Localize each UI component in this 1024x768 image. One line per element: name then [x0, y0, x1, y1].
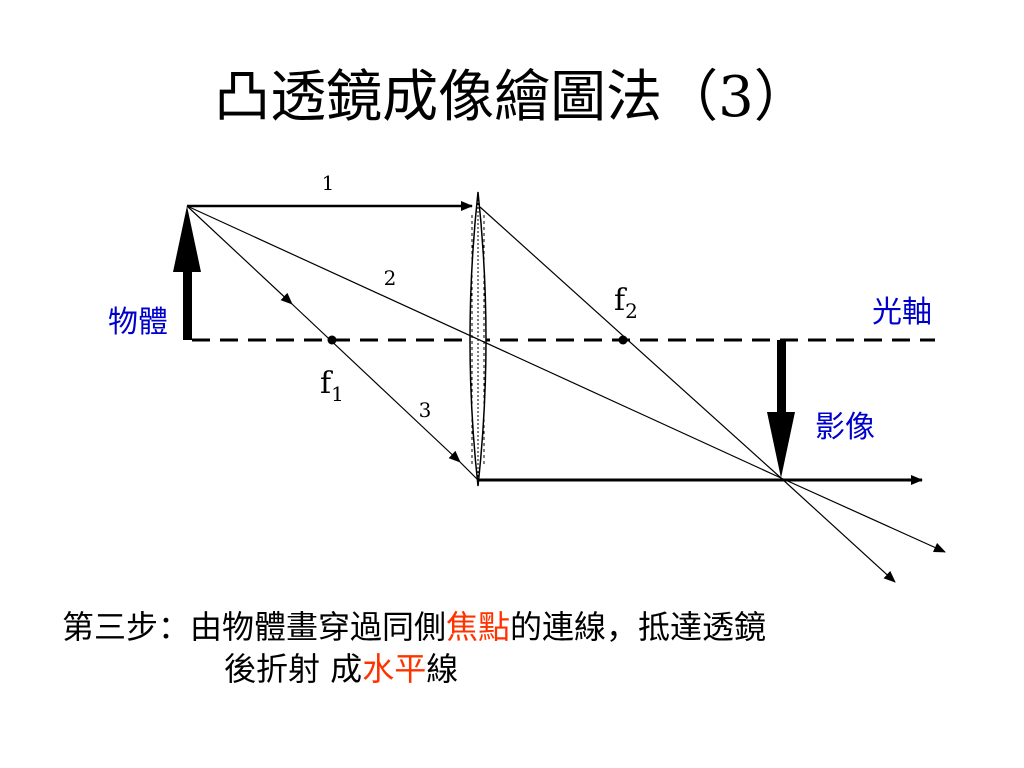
- ray-2: [186, 205, 946, 553]
- focal-label-right-sub: 2: [625, 299, 638, 323]
- ray-label-2: 2: [384, 266, 397, 290]
- focal-label-right: f2: [614, 283, 638, 323]
- ray-label-1: 1: [322, 171, 335, 195]
- caption-middle: 的連線，抵達透鏡: [510, 608, 767, 646]
- focal-label-left: f1: [320, 366, 344, 406]
- ray-label-3: 3: [419, 398, 432, 422]
- step-caption: 第三步：由物體畫穿過同側焦點的連線，抵達透鏡後折射 成水平線: [62, 606, 962, 690]
- focal-point-right: [618, 335, 628, 345]
- image-label: 影像: [815, 410, 875, 445]
- object-label: 物體: [108, 305, 168, 340]
- focal-label-right-base: f: [614, 283, 627, 318]
- axis-label: 光軸: [872, 295, 932, 330]
- caption-highlight-horizontal: 水平: [362, 650, 427, 688]
- focal-label-left-sub: 1: [331, 382, 344, 406]
- object-arrow: [173, 206, 201, 340]
- caption-line-2: 後折射 成水平線: [62, 648, 962, 690]
- caption-highlight-focal-point: 焦點: [446, 608, 511, 646]
- caption-line2-suffix: 線: [426, 650, 459, 688]
- focal-label-left-base: f: [320, 366, 333, 401]
- caption-prefix: 第三步：由物體畫穿過同側: [62, 608, 447, 646]
- ray-3: [186, 205, 923, 485]
- focal-point-left: [327, 335, 337, 345]
- page-title: 凸透鏡成像繪圖法（3）: [214, 65, 810, 130]
- caption-line2-prefix: 後折射 成: [224, 650, 363, 688]
- ray-1: [187, 201, 896, 583]
- image-arrow: [767, 340, 795, 478]
